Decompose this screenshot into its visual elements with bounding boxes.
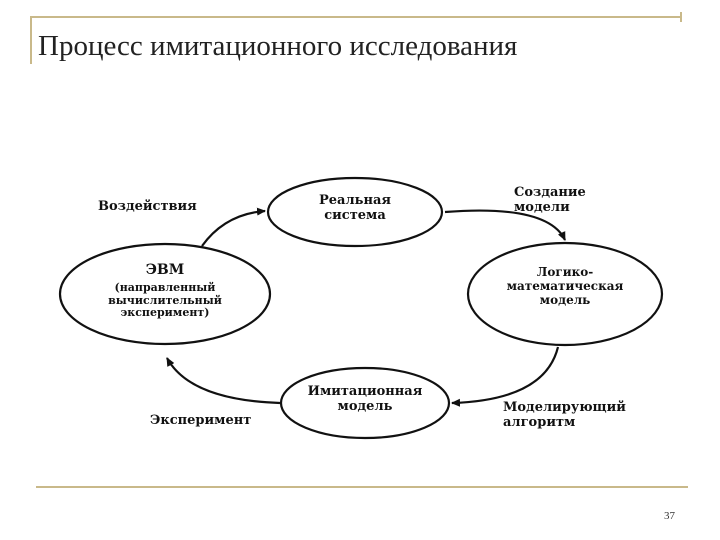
logic-math-line-1: Логико-	[536, 265, 594, 279]
footer-line	[36, 486, 688, 488]
logic-math-line-2: математическая	[506, 278, 624, 293]
arrow-impact	[201, 207, 266, 247]
label-evm: ЭВМ (направленный вычислительный экспери…	[95, 262, 235, 320]
logic-math-line-3: модель	[539, 292, 591, 307]
real-system-line-1: Реальная	[318, 193, 391, 208]
model-creation-line-1: Создание	[514, 185, 586, 200]
edge-label-modeling-algorithm: Моделирующий алгоритм	[503, 400, 626, 431]
slide-title: Процесс имитационного исследования	[38, 30, 518, 62]
arrow-modeling-algorithm	[451, 346, 560, 407]
frame-top-line	[30, 16, 680, 18]
modeling-algorithm-line-1: Моделирующий	[503, 400, 626, 415]
node-logic-math-model	[466, 241, 664, 347]
arrow-model-creation	[444, 209, 566, 241]
edge-label-impact: Воздействия	[98, 199, 197, 214]
evm-line-1: (направленный	[114, 281, 216, 295]
arrow-experiment	[166, 357, 281, 405]
label-logic-math-model: Логико- математическая модель	[495, 265, 635, 307]
frame-left-line	[30, 16, 32, 64]
label-simulation-model: Имитационная модель	[300, 384, 430, 415]
label-real-system: Реальная система	[305, 193, 405, 224]
edge-label-model-creation: Создание модели	[514, 185, 586, 216]
evm-heading: ЭВМ	[145, 262, 185, 278]
simulation-model-line-1: Имитационная	[307, 384, 423, 399]
frame-right-tick	[680, 12, 682, 22]
evm-line-3: эксперимент)	[120, 306, 210, 320]
page-number: 37	[664, 510, 675, 522]
simulation-model-line-2: модель	[337, 398, 393, 414]
node-simulation-model	[279, 366, 451, 440]
model-creation-line-2: модели	[514, 199, 570, 215]
modeling-algorithm-line-2: алгоритм	[503, 414, 576, 430]
evm-line-2: вычислительный	[108, 293, 222, 307]
node-real-system	[266, 176, 444, 248]
node-evm	[58, 242, 272, 346]
real-system-line-2: система	[324, 207, 386, 223]
edge-label-experiment: Эксперимент	[150, 413, 252, 428]
